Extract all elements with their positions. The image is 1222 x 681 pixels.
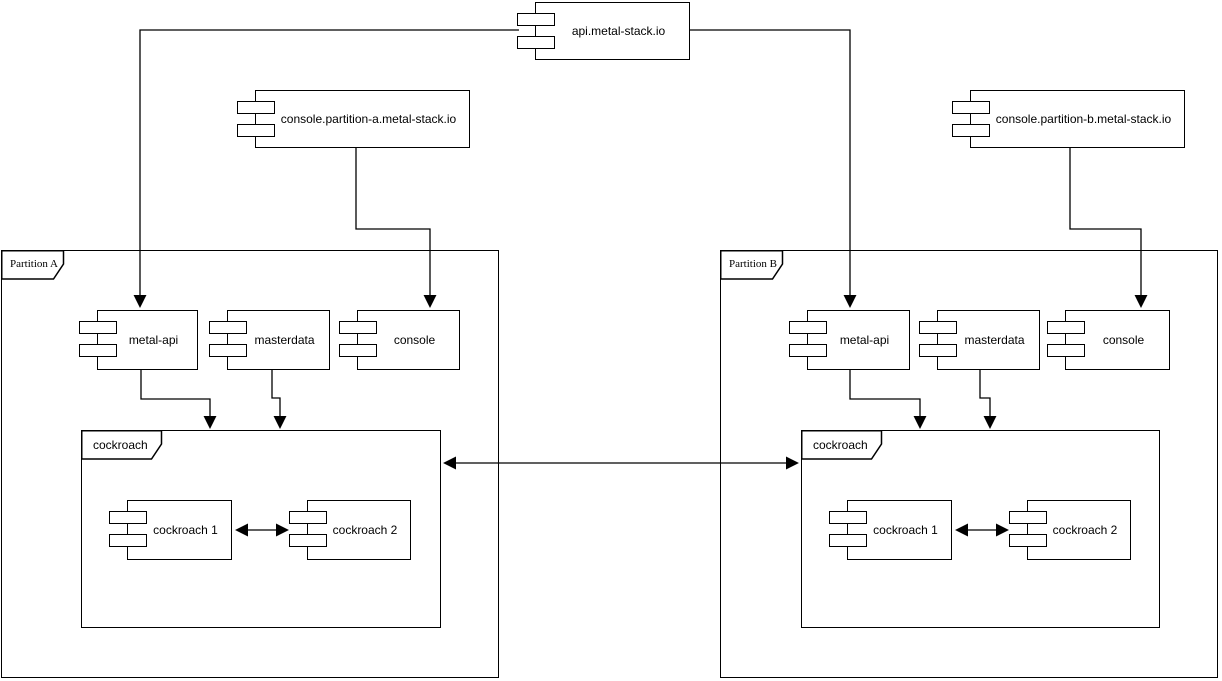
uml-component-icon-tab — [952, 101, 990, 114]
uml-component-icon-tab — [919, 321, 957, 334]
uml-component-icon-tab — [919, 344, 957, 357]
partition-a-tab-shape — [0, 249, 64, 280]
component-masterdata-b: masterdata — [919, 310, 1040, 370]
component-console-b: console — [1047, 310, 1170, 370]
component-cockroach-2-a: cockroach 2 — [289, 500, 411, 560]
component-cockroach-1-b: cockroach 1 — [829, 500, 952, 560]
uml-component-icon-tab — [1047, 321, 1085, 334]
cockroach-package-a-label: cockroach — [93, 438, 148, 452]
uml-component-icon-tab — [79, 321, 117, 334]
partition-b-label: Partition B — [729, 258, 777, 270]
component-label: cockroach 2 — [1052, 523, 1118, 537]
cockroach-package-b-label: cockroach — [813, 438, 868, 452]
partition-a-label: Partition A — [10, 258, 58, 270]
uml-component-icon-tab — [829, 534, 867, 547]
uml-component-icon-tab — [952, 124, 990, 137]
component-label: masterdata — [254, 333, 315, 347]
component-label: cockroach 1 — [873, 523, 938, 537]
cockroach-package-a-tab-shape — [80, 429, 162, 460]
uml-component-icon-tab — [109, 534, 147, 547]
component-metal-api-a: metal-api — [79, 310, 198, 370]
uml-component-icon-tab — [789, 321, 827, 334]
uml-component-icon-tab — [109, 511, 147, 524]
uml-component-icon-tab — [339, 344, 377, 357]
component-label: console.partition-a.metal-stack.io — [280, 112, 457, 126]
uml-component-icon-tab — [1047, 344, 1085, 357]
component-console-a: console — [339, 310, 460, 370]
component-label: cockroach 1 — [153, 523, 218, 537]
uml-component-icon-tab — [237, 101, 275, 114]
uml-component-icon-tab — [209, 321, 247, 334]
uml-component-icon-tab — [1009, 511, 1047, 524]
uml-component-icon-tab — [517, 36, 555, 49]
uml-component-icon-tab — [829, 511, 867, 524]
component-masterdata-a: masterdata — [209, 310, 330, 370]
component-label: cockroach 2 — [332, 523, 398, 537]
component-label: api.metal-stack.io — [571, 24, 666, 38]
component-cockroach-1-a: cockroach 1 — [109, 500, 232, 560]
component-label: console — [393, 333, 436, 347]
uml-component-icon-tab — [209, 344, 247, 357]
component-label: masterdata — [964, 333, 1025, 347]
component-api-metal-stack-io: api.metal-stack.io — [517, 2, 690, 60]
uml-component-icon-tab — [1009, 534, 1047, 547]
component-cockroach-2-b: cockroach 2 — [1009, 500, 1131, 560]
component-console-partition-a-ext: console.partition-a.metal-stack.io — [237, 90, 470, 148]
uml-component-icon-tab — [237, 124, 275, 137]
uml-component-icon-tab — [789, 344, 827, 357]
component-label: metal-api — [128, 333, 179, 347]
cockroach-package-b-tab-shape — [800, 429, 882, 460]
component-metal-api-b: metal-api — [789, 310, 910, 370]
component-label: metal-api — [839, 333, 890, 347]
uml-component-icon-tab — [289, 534, 327, 547]
component-label: console — [1102, 333, 1145, 347]
uml-component-icon-tab — [289, 511, 327, 524]
uml-component-icon-tab — [339, 321, 377, 334]
component-label: console.partition-b.metal-stack.io — [995, 112, 1172, 126]
uml-component-icon-tab — [517, 13, 555, 26]
uml-component-icon-tab — [79, 344, 117, 357]
component-console-partition-b-ext: console.partition-b.metal-stack.io — [952, 90, 1185, 148]
